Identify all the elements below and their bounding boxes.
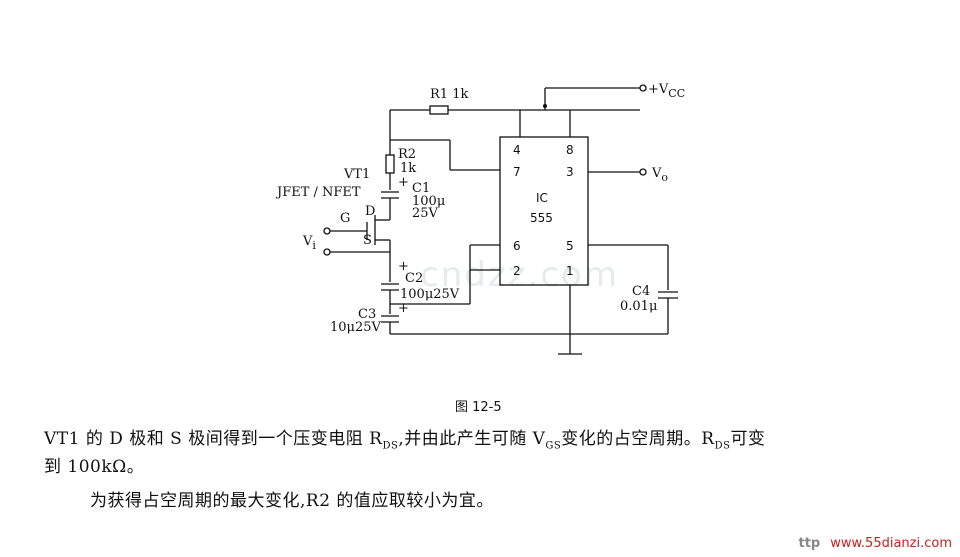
r2-value: 1k <box>400 161 416 176</box>
c1-plus: + <box>398 175 409 190</box>
paragraph-3: 为获得占空周期的最大变化,R2 的值应取较小为宜。 <box>90 491 494 511</box>
gate-label: G <box>340 211 350 226</box>
ic-555-body <box>499 136 589 286</box>
c1-value: 100μ <box>412 194 445 209</box>
vo-terminal <box>639 168 647 176</box>
watermark: cndzz.com <box>420 255 619 295</box>
pin-7: 7 <box>513 165 521 179</box>
pin-5: 5 <box>566 239 574 253</box>
r2-resistor <box>385 154 395 174</box>
schematic-diagram: R1 1k +VCC R2 1k VT1 JFET / NFET + C1 10… <box>275 82 685 355</box>
ic-label: IC <box>536 191 548 205</box>
vcc-terminal <box>639 84 647 92</box>
c2-value: 100μ25V <box>400 287 460 302</box>
vo-label: Vo <box>651 166 668 184</box>
pin-2: 2 <box>513 264 521 278</box>
pin-3: 3 <box>566 165 574 179</box>
r1-label: R1 1k <box>430 87 468 102</box>
r2-label: R2 <box>398 147 416 162</box>
vcc-label: +VCC <box>648 82 685 100</box>
vi-label: Vi <box>302 234 316 252</box>
pin-6: 6 <box>513 239 521 253</box>
gate-terminal <box>323 227 331 235</box>
c3-value: 10μ25V <box>330 320 382 335</box>
r1-resistor <box>429 105 449 115</box>
source-label: S <box>363 233 372 248</box>
c3-plus: + <box>398 301 409 316</box>
jfet-label: JFET / NFET <box>275 185 361 200</box>
ic-number: 555 <box>530 211 553 225</box>
c1-voltage: 25V <box>412 206 439 221</box>
c4-value: 0.01μ <box>620 299 657 314</box>
c2-label: C2 <box>405 271 423 286</box>
c1-label: C1 <box>412 181 430 196</box>
pin-8: 8 <box>566 143 574 157</box>
c4-label: C4 <box>632 284 650 299</box>
figure-caption: 图 12-5 <box>455 400 502 415</box>
paragraph-1: VT1 的 D 极和 S 极间得到一个压变电阻 RDS,并由此产生可随 VGS变… <box>44 429 766 452</box>
pin-4: 4 <box>513 143 521 157</box>
vt1-label: VT1 <box>343 167 370 182</box>
vi-terminal <box>323 248 331 256</box>
c2-plus: + <box>398 259 409 274</box>
pin-1: 1 <box>566 264 574 278</box>
paragraph-2: 到 100kΩ。 <box>44 457 145 477</box>
c3-label: C3 <box>358 307 376 322</box>
drain-label: D <box>365 204 375 219</box>
